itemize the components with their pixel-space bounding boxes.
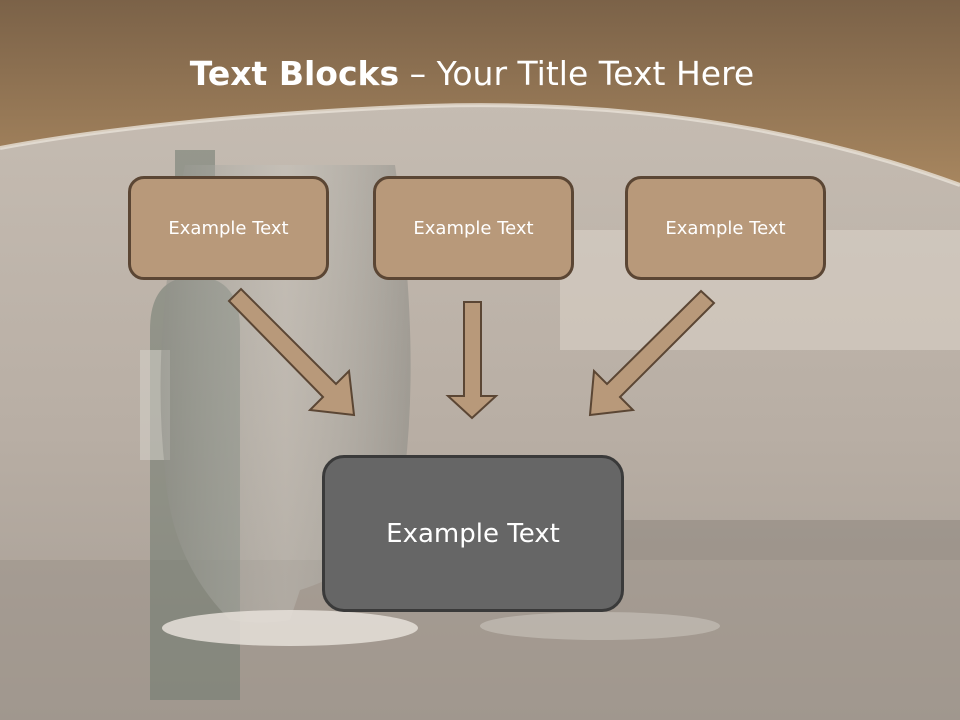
arrow-diagonal-right [227, 287, 356, 417]
slide-title: Text Blocks – Your Title Text Here [0, 54, 944, 93]
coaster [162, 610, 418, 646]
text-block-3: Example Text [625, 176, 826, 280]
text-block-2: Example Text [373, 176, 574, 280]
title-rest: – Your Title Text Here [399, 54, 755, 93]
arrow-down [445, 301, 499, 420]
header-arc-line [0, 103, 960, 187]
arrow-diagonal-left [588, 289, 716, 417]
header-band [0, 0, 960, 185]
title-bold: Text Blocks [189, 54, 400, 93]
text-block-1: Example Text [128, 176, 329, 280]
target-block: Example Text [322, 455, 624, 612]
